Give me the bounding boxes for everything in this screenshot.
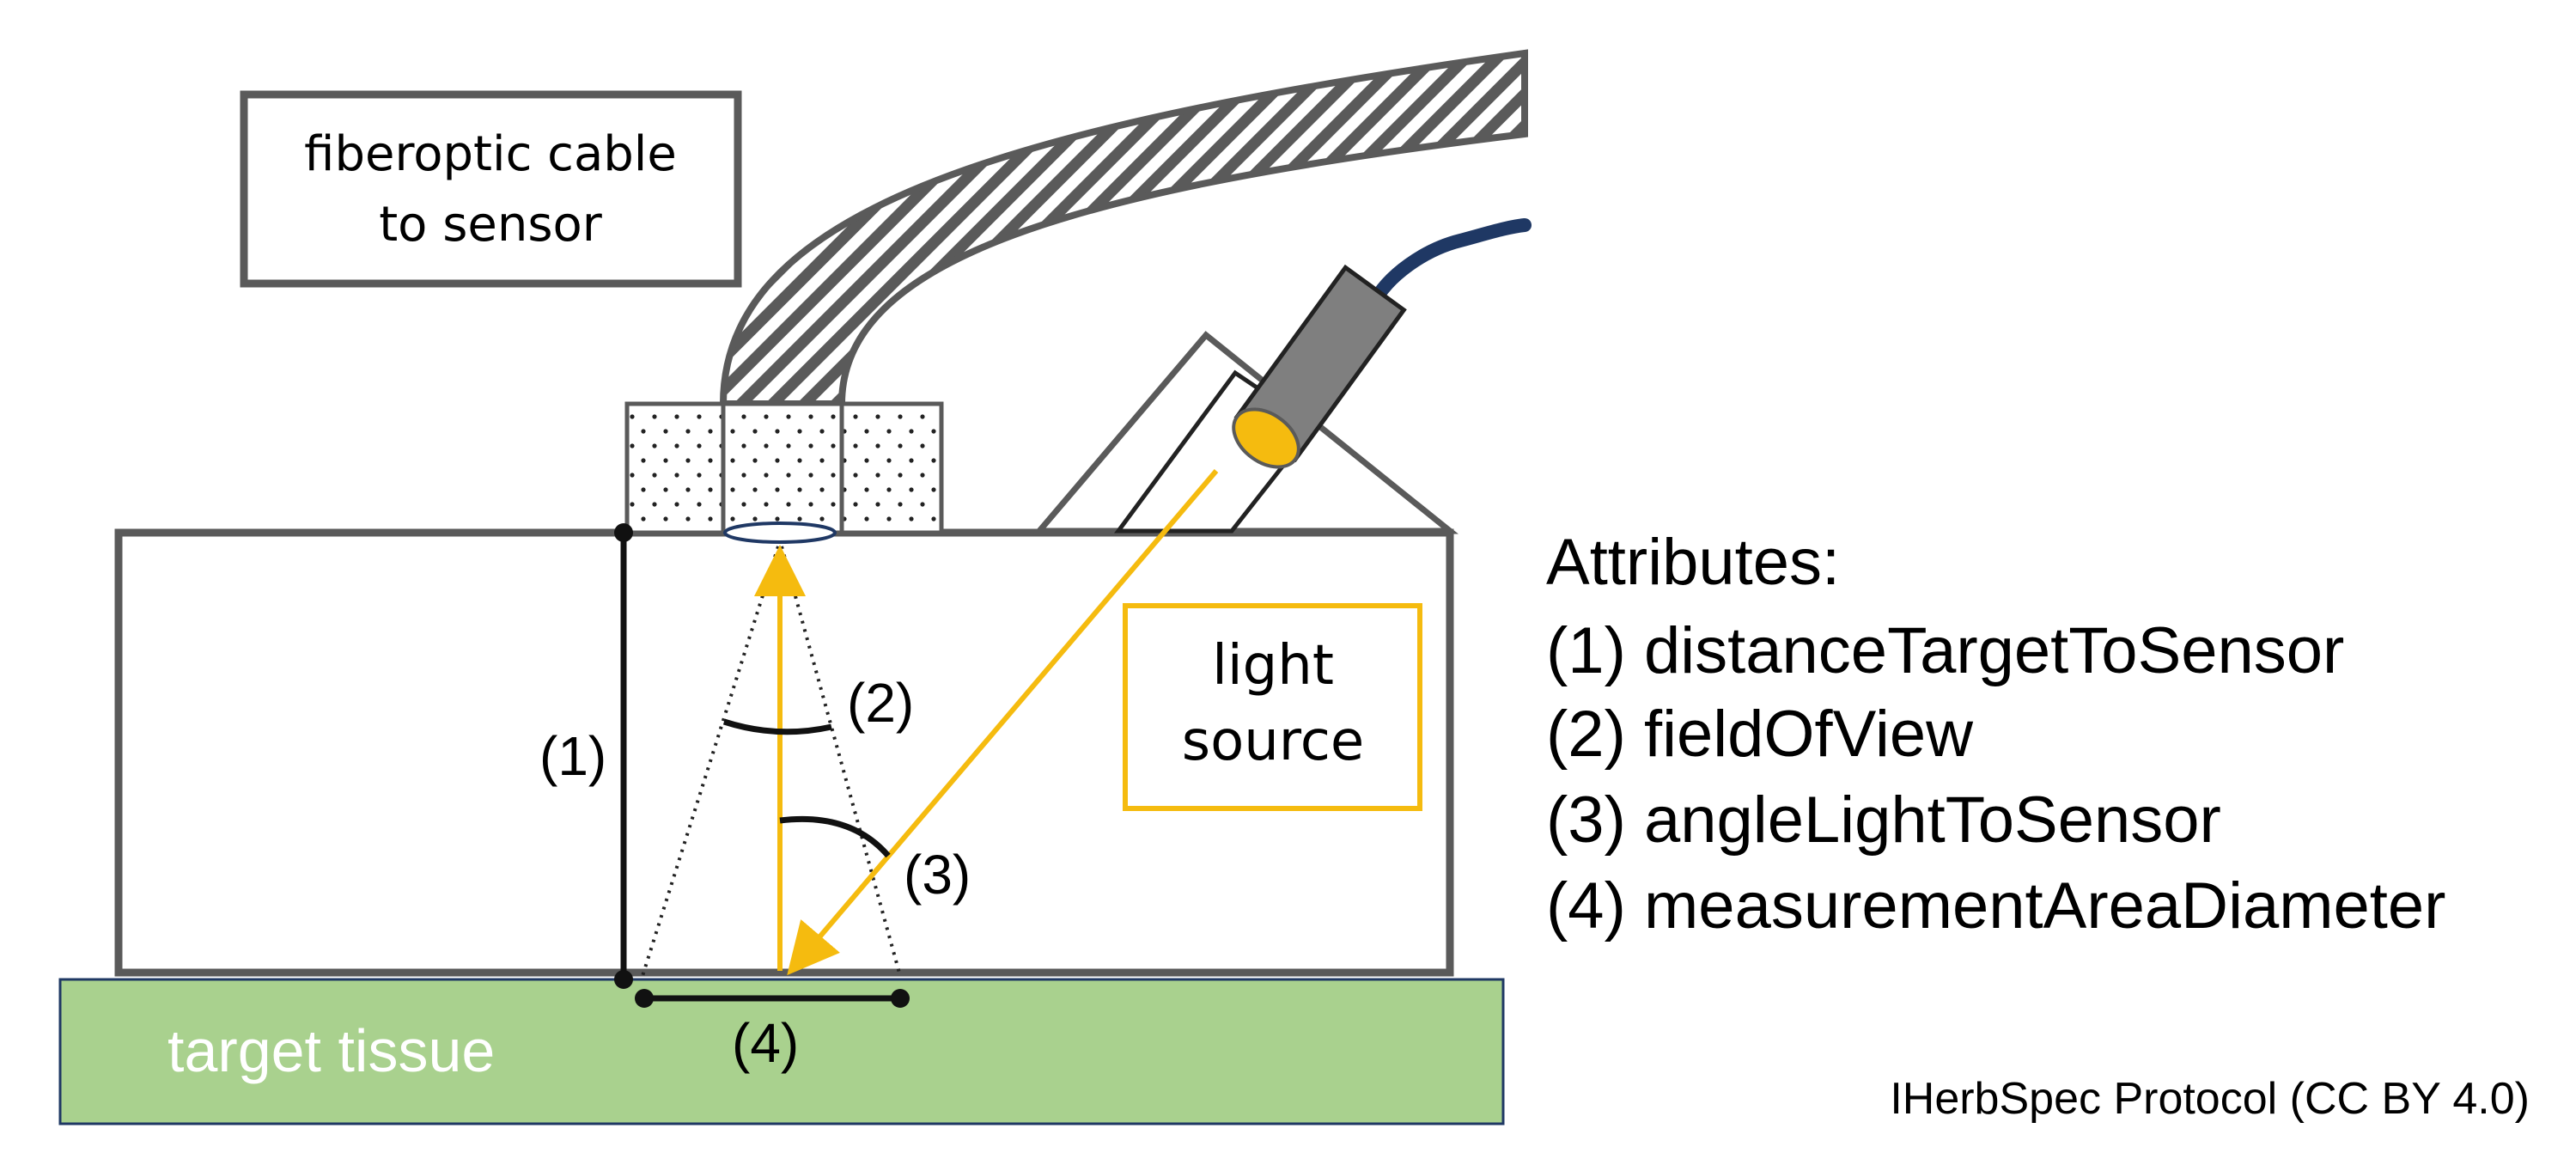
cable-label-box (240, 90, 742, 288)
distance-measure (614, 523, 633, 989)
fov-line-left (641, 546, 780, 977)
area-diameter-right-dot (891, 989, 910, 1008)
light-source-label-line1: light (1212, 634, 1334, 698)
sensor-head (624, 401, 944, 544)
marker-2-label: (2) (847, 672, 914, 734)
attributes-legend: Attributes: (1) distanceTargetToSensor (… (1546, 526, 2446, 942)
light-source-callout: light source (1123, 603, 1422, 811)
area-diameter-left-dot (635, 989, 654, 1008)
sensor-head-center (721, 401, 844, 535)
cable-callout: fiberoptic cable to sensor (240, 90, 742, 288)
light-angle-arc (779, 815, 891, 858)
marker-1-label: (1) (539, 725, 606, 787)
cable-label-line1: fiberoptic cable (304, 126, 677, 182)
attributes-title: Attributes: (1546, 526, 1840, 599)
fiberoptic-cable (719, 49, 1528, 407)
lamp-bulb (1232, 407, 1300, 469)
field-of-view-lines (641, 546, 902, 977)
field-of-view-arc (722, 718, 832, 735)
attribute-item-1: (1) distanceTargetToSensor (1546, 614, 2344, 687)
light-source-box (1123, 603, 1422, 811)
cable-label-line2: to sensor (379, 197, 603, 253)
light-source-label-line2: source (1182, 710, 1365, 773)
light-rays (754, 469, 1219, 976)
attribute-item-2: (2) fieldOfView (1546, 698, 1974, 771)
lamp-wire (1366, 218, 1532, 312)
target-tissue-label: target tissue (167, 1017, 495, 1084)
target-tissue-block (58, 978, 1505, 1125)
marker-3-label: (3) (904, 844, 971, 906)
sensor-head-right (839, 401, 944, 535)
target-tissue: target tissue (58, 978, 1505, 1125)
fov-line-right (780, 546, 902, 977)
credit-text: IHerbSpec Protocol (CC BY 4.0) (1890, 1074, 2530, 1124)
marker-4-label: (4) (732, 1012, 799, 1074)
fiberoptic-cable-body (719, 49, 1528, 407)
distance-measure-bottom-dot (614, 970, 633, 989)
incident-light-ray (787, 469, 1219, 976)
sensor-aperture (723, 522, 837, 544)
sensor-head-left (624, 401, 726, 535)
distance-measure-top-dot (614, 523, 633, 542)
attribute-item-3: (3) angleLightToSensor (1546, 784, 2221, 857)
attribute-item-4: (4) measurementAreaDiameter (1546, 869, 2446, 942)
area-diameter-measure (635, 989, 910, 1008)
lamp (1232, 264, 1407, 469)
